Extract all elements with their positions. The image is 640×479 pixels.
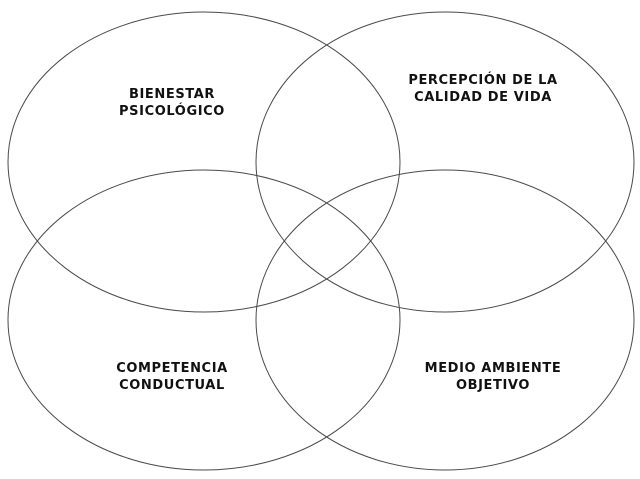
- label-line: CALIDAD DE VIDA: [414, 90, 552, 105]
- label-line: MEDIO AMBIENTE: [424, 361, 562, 376]
- label-line: PSICOLÓGICO: [119, 104, 225, 119]
- ellipse-competencia-conductual: [7, 169, 401, 471]
- ellipse-medio-ambiente-objetivo: [255, 169, 635, 471]
- label-competencia-conductual: COMPETENCIA CONDUCTUAL: [82, 360, 262, 394]
- label-line: PERCEPCIÓN DE LA: [408, 73, 558, 88]
- label-line: COMPETENCIA: [116, 361, 228, 376]
- label-line: OBJETIVO: [455, 378, 531, 393]
- label-medio-ambiente-objetivo: MEDIO AMBIENTE OBJETIVO: [393, 360, 593, 394]
- ellipse-percepcion-calidad-vida: [255, 11, 635, 313]
- label-line: CONDUCTUAL: [119, 378, 225, 393]
- ellipse-bienestar-psicologico: [7, 11, 401, 313]
- label-line: BIENESTAR: [128, 87, 216, 102]
- label-percepcion-calidad-vida: PERCEPCIÓN DE LA CALIDAD DE VIDA: [383, 72, 583, 106]
- label-bienestar-psicologico: BIENESTAR PSICOLÓGICO: [82, 86, 262, 120]
